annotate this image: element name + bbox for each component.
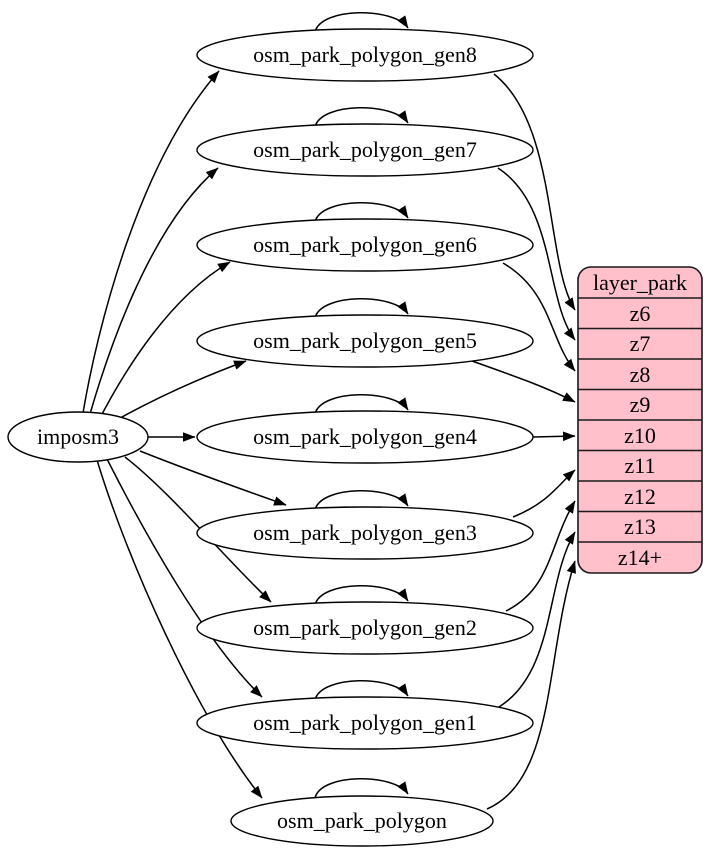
polygon-label: osm_park_polygon	[277, 808, 447, 833]
edge-imposm3-to-gen3	[139, 450, 287, 506]
edge-imposm3-to-gen8	[82, 70, 220, 414]
gen1-ellipse	[196, 696, 534, 750]
gen5-ellipse	[196, 314, 534, 368]
edge-gen7-to-z7	[497, 167, 576, 341]
node-gen4: osm_park_polygon_gen4	[196, 410, 534, 464]
node-gen2: osm_park_polygon_gen2	[196, 601, 534, 655]
gen3-ellipse	[196, 506, 534, 560]
layer-row-z6: z6	[630, 301, 651, 326]
layer-row-z11: z11	[625, 453, 656, 478]
self-loop-gen8	[314, 12, 409, 33]
edge-gen3-to-z11	[512, 469, 576, 518]
layer-row-z13: z13	[624, 514, 656, 539]
edge-gen5-to-z9	[471, 360, 576, 403]
layer-row-z10: z10	[624, 423, 656, 448]
node-gen1: osm_park_polygon_gen1	[196, 696, 534, 750]
self-loop-gen3	[314, 490, 409, 511]
gen4-label: osm_park_polygon_gen4	[253, 424, 477, 449]
gen3-label: osm_park_polygon_gen3	[253, 520, 477, 545]
gen2-ellipse	[196, 601, 534, 655]
imposm3-ellipse	[7, 411, 149, 463]
edge-gen1-to-z13	[498, 531, 576, 708]
gen8-label: osm_park_polygon_gen8	[253, 42, 477, 67]
node-polygon: osm_park_polygon	[230, 795, 494, 847]
edge-imposm3-to-gen6	[99, 261, 231, 419]
gen7-label: osm_park_polygon_gen7	[253, 137, 477, 162]
node-imposm3: imposm3	[7, 411, 149, 463]
layer-park-title: layer_park	[593, 270, 687, 295]
edge-imposm3-to-gen1	[106, 458, 263, 698]
edge-gen6-to-z8	[502, 262, 576, 372]
gen7-ellipse	[196, 123, 534, 177]
imposm3-label: imposm3	[37, 424, 119, 449]
edge-imposm3-to-gen5	[112, 360, 247, 423]
self-loop-gen1	[314, 680, 409, 701]
self-loop-gen4	[314, 394, 409, 415]
edge-polygon-to-z14	[486, 560, 576, 810]
layer-row-z7: z7	[630, 331, 651, 356]
gen6-label: osm_park_polygon_gen6	[253, 232, 477, 257]
edge-imposm3-to-polygon	[96, 459, 263, 799]
node-gen6: osm_park_polygon_gen6	[196, 218, 534, 272]
edge-imposm3-to-gen7	[89, 167, 219, 415]
self-loop-gen5	[314, 298, 409, 319]
gen5-label: osm_park_polygon_gen5	[253, 328, 477, 353]
gen6-ellipse	[196, 218, 534, 272]
edges-to-layer	[471, 73, 576, 810]
gen1-label: osm_park_polygon_gen1	[253, 710, 477, 735]
edge-gen2-to-z12	[505, 500, 576, 612]
node-layer-park: layer_park z6 z7 z8 z9 z10 z11 z12 z13 z…	[577, 266, 703, 574]
layer-row-z14: z14+	[618, 545, 662, 570]
node-gen5: osm_park_polygon_gen5	[196, 314, 534, 368]
edges-from-source	[82, 70, 287, 799]
node-gen8: osm_park_polygon_gen8	[196, 28, 534, 82]
self-loop-gen6	[314, 202, 409, 223]
gen4-ellipse	[196, 410, 534, 464]
self-loop-gen2	[314, 585, 409, 606]
self-loop-gen7	[314, 107, 409, 128]
edge-imposm3-to-gen2	[124, 456, 272, 603]
edge-gen8-to-z6	[493, 73, 576, 311]
layer-row-z12: z12	[624, 484, 656, 509]
gen2-label: osm_park_polygon_gen2	[253, 615, 477, 640]
edge-gen4-to-z10	[532, 431, 576, 442]
self-loops	[314, 12, 409, 799]
node-gen7: osm_park_polygon_gen7	[196, 123, 534, 177]
polygon-ellipse	[230, 795, 494, 847]
layer-row-z8: z8	[630, 362, 651, 387]
gen8-ellipse	[196, 28, 534, 82]
layer-row-z9: z9	[630, 392, 651, 417]
self-loop-polygon	[314, 778, 409, 799]
node-gen3: osm_park_polygon_gen3	[196, 506, 534, 560]
